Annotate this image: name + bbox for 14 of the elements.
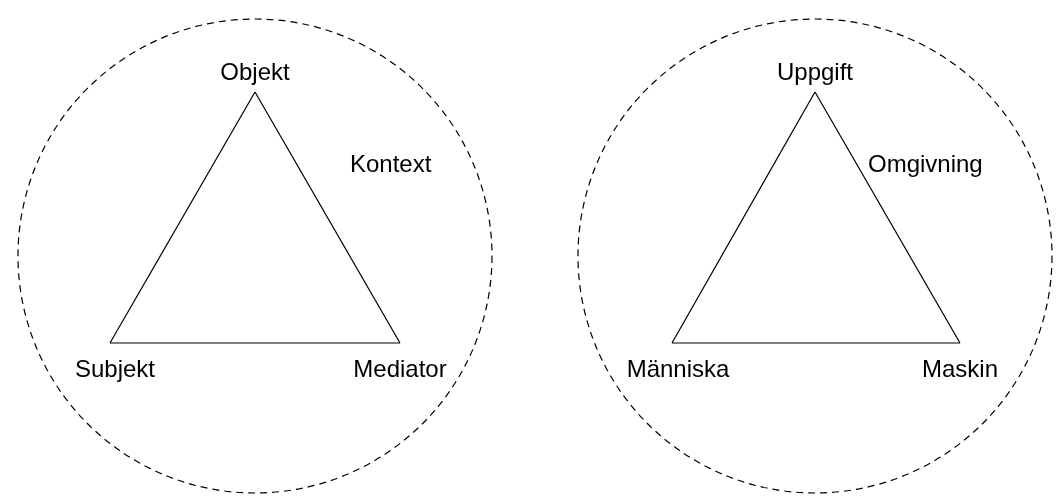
triangle-side <box>109 91 256 344</box>
triangle-side <box>671 342 961 344</box>
triangle-side <box>671 91 816 344</box>
vertex-label: Subjekt <box>60 343 170 383</box>
context-label: Omgivning <box>868 150 983 178</box>
vertex-label: Objekt <box>205 58 305 92</box>
triangle-side <box>254 91 401 344</box>
context-label: Kontext <box>350 150 432 178</box>
vertex-label: Maskin <box>910 343 1010 383</box>
vertex-label: Människa <box>606 343 750 383</box>
vertex-label: Mediator <box>338 343 462 383</box>
vertex-label: Uppgift <box>765 58 865 92</box>
triangle-side <box>109 342 401 344</box>
triangle-side <box>814 91 961 344</box>
